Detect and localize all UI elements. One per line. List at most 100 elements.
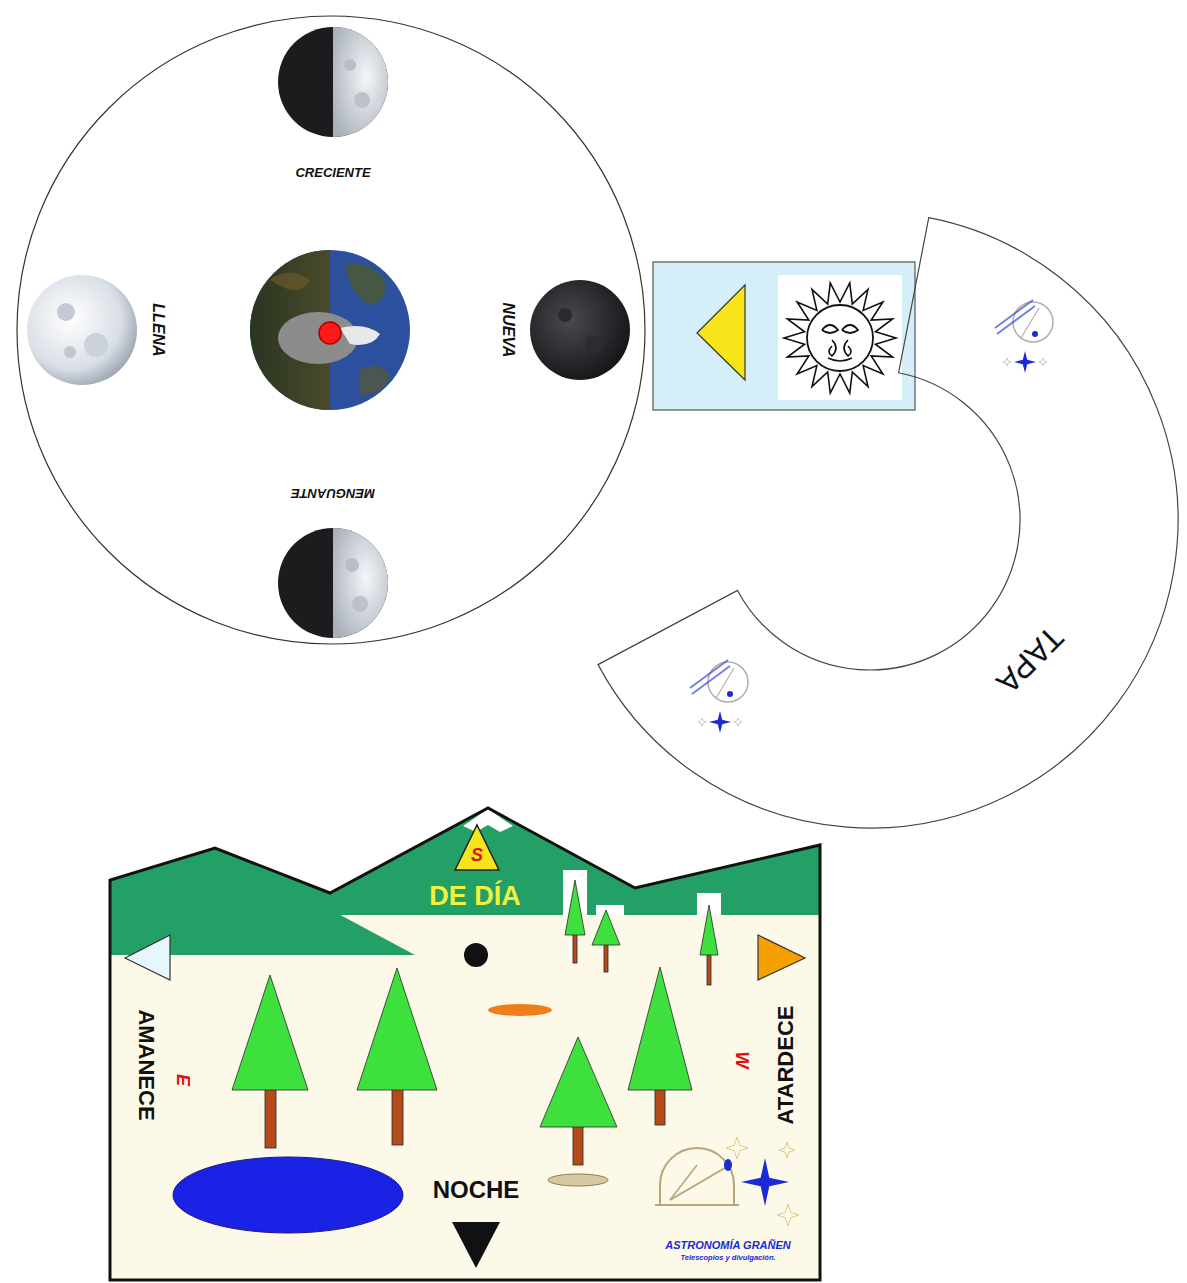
illustration-part — [1032, 331, 1038, 337]
illustration-part — [1003, 358, 1011, 366]
illustration-part — [452, 1222, 500, 1268]
illustration-part — [698, 718, 706, 726]
illustration-part — [110, 808, 820, 1280]
illustration-part — [596, 905, 624, 915]
illustration-part — [278, 528, 388, 638]
node-outline — [16, 15, 646, 645]
logo-mark — [690, 660, 748, 733]
illustration-part — [357, 968, 437, 1090]
illustration-part — [1014, 351, 1036, 373]
illustration-part — [628, 967, 692, 1090]
south-triangle: S — [452, 822, 502, 872]
illustration-part — [604, 943, 608, 972]
brand-name: ASTRONOMÍA GRAÑEN — [665, 1240, 790, 1251]
illustration-part — [278, 312, 358, 364]
illustration-part — [360, 366, 390, 395]
illustration-part — [270, 273, 310, 291]
illustration-part — [585, 336, 603, 354]
illustration-part — [784, 283, 896, 393]
phase-label: NUEVA — [500, 303, 516, 358]
illustration-part — [488, 1004, 552, 1016]
illustration-part — [84, 333, 108, 357]
illustration-part — [1021, 308, 1039, 338]
phase-label: CRECIENTE — [295, 166, 370, 179]
illustration-part — [345, 264, 386, 305]
illustration-part — [464, 943, 488, 967]
moon-waning — [278, 528, 388, 638]
logo-mark — [995, 300, 1053, 373]
illustration-part — [173, 1157, 403, 1233]
phase-label: LLENA — [150, 303, 166, 356]
illustration-part — [655, 1204, 739, 1206]
illustration-part — [709, 711, 731, 733]
illustration-part — [110, 915, 820, 1280]
illustration-part — [540, 1037, 617, 1127]
illustration-part — [655, 1088, 665, 1125]
illustration-part — [700, 905, 718, 955]
illustration-part — [352, 596, 368, 612]
moon-crescent — [278, 27, 388, 137]
illustration-part — [726, 1137, 748, 1159]
illustration-part — [777, 1204, 799, 1226]
phase-disc: CRECIENTE LLENA NUEVA MENGUANTE — [16, 15, 646, 645]
phase-label: MENGUANTE — [291, 487, 375, 500]
illustration-part — [278, 27, 388, 137]
sunrise-label: AMANECE — [135, 1009, 157, 1120]
illustration-part — [653, 262, 915, 410]
illustration-part — [822, 325, 858, 333]
illustration-part — [17, 16, 645, 644]
illustration-part — [716, 668, 734, 698]
illustration-part — [333, 528, 388, 638]
illustration-part — [741, 1158, 789, 1206]
earth-globe — [250, 250, 410, 410]
illustration-part — [265, 1088, 276, 1148]
illustration-part — [345, 558, 359, 572]
moon-full — [27, 275, 137, 385]
night-label: NOCHE — [433, 1178, 520, 1202]
illustration-part — [565, 880, 585, 935]
illustration-part — [598, 218, 1178, 828]
illustration-part — [670, 1165, 730, 1200]
trees — [232, 880, 718, 1165]
illustration-part — [319, 322, 341, 344]
illustration-part — [558, 308, 572, 322]
illustration-part — [27, 275, 137, 385]
illustration-part — [660, 1148, 734, 1205]
cardinal-label: E — [174, 1074, 192, 1086]
illustration-part — [724, 1159, 732, 1171]
node-outline — [560, 210, 1187, 830]
landscape — [110, 808, 820, 1280]
illustration-part — [344, 59, 356, 71]
landscape-panel: DE DÍAAMANECEEWATARDECENOCHEASTRONOMÍA G… — [107, 803, 823, 1283]
illustration-part — [670, 1165, 697, 1200]
illustration-part — [125, 935, 170, 980]
illustration-part — [758, 935, 805, 980]
illustration-part — [1039, 358, 1047, 366]
illustration-part — [548, 1174, 608, 1186]
illustration-part — [690, 660, 730, 694]
observatory-logo — [655, 1137, 799, 1226]
illustration-part — [697, 285, 745, 380]
brand-tagline: Telescopios y divulgación. — [680, 1254, 775, 1262]
day-label: DE DÍA — [429, 883, 521, 910]
illustration-part — [392, 1088, 403, 1145]
illustration-part — [57, 303, 75, 321]
node-outline — [107, 803, 823, 1283]
moon-new — [530, 280, 630, 380]
sun-tab — [653, 262, 915, 410]
sunset-label: ATARDECE — [775, 1006, 797, 1125]
illustration-part — [995, 300, 1035, 334]
illustration-part — [354, 92, 370, 108]
illustration-part — [707, 953, 711, 985]
illustration-part — [455, 825, 499, 870]
illustration-part — [778, 275, 902, 400]
illustration-part — [463, 809, 513, 832]
cover-sector: TAPA — [560, 210, 1187, 830]
sun-icon — [784, 283, 896, 393]
illustration-part — [592, 910, 620, 945]
illustration-part — [250, 250, 410, 410]
illustration-part — [64, 346, 76, 358]
illustration-part — [828, 340, 852, 361]
